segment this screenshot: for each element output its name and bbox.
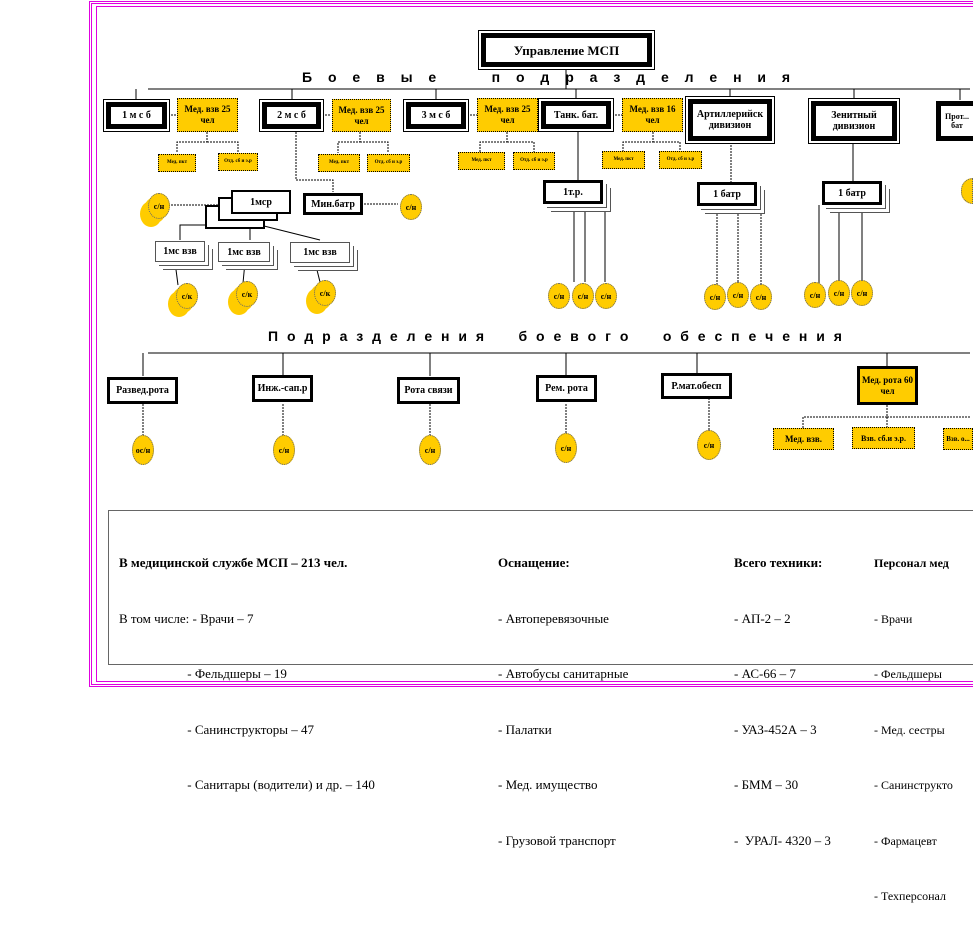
evac-squad[interactable]: Отд. сб и э.р	[218, 153, 258, 171]
medic-instructor-circle[interactable]: с/к	[236, 281, 258, 307]
med-platoon-2msb[interactable]: Мед. взв 25 чел	[332, 99, 391, 132]
unit-1msb[interactable]: 1 м с б	[106, 102, 167, 129]
unit-tank-battalion[interactable]: Танк. бат.	[541, 101, 611, 129]
med-post[interactable]: Мед. пкт	[158, 154, 196, 172]
combat-units-heading: Б о е в ы е п о д р а з д е л е н и я	[302, 69, 797, 85]
medic-circle[interactable]: с/н	[572, 283, 594, 309]
mr-company[interactable]: 1мср	[231, 190, 291, 214]
medic-circle[interactable]: с/н	[400, 194, 422, 220]
outer-frame	[89, 1, 973, 687]
artillery-battery[interactable]: 1 батр	[697, 182, 757, 206]
unit-3msb[interactable]: 3 м с б	[406, 102, 466, 129]
support-platoon[interactable]: Взв. о...	[943, 428, 973, 450]
med-post[interactable]: Мед. пкт	[318, 154, 360, 172]
medic-circle[interactable]: с/н	[704, 284, 726, 310]
medic-circle[interactable]: с/н	[750, 284, 772, 310]
personnel-list: Персонал мед - Врачи - Фельдшеры - Мед. …	[874, 556, 953, 903]
unit-2msb[interactable]: 2 м с б	[262, 102, 321, 129]
hq-box[interactable]: Управление МСП	[481, 33, 652, 67]
med-platoon-tank[interactable]: Мед. взв 16 чел	[622, 98, 683, 132]
mortar-battery[interactable]: Мин.батр	[303, 193, 363, 215]
med-company[interactable]: Мед. рота 60 чел	[857, 366, 918, 405]
engineer-company[interactable]: Инж.-сап.р	[252, 375, 313, 402]
medic-instructor-circle[interactable]: с/к	[314, 280, 336, 306]
evac-squad[interactable]: Отд. сб и э.р	[367, 154, 410, 172]
supply-company[interactable]: Р.мат.обесп	[661, 373, 732, 399]
equipment-list: Оснащение: - Автоперевязочные - Автобусы…	[498, 555, 629, 848]
medic-circle[interactable]: с/н	[595, 283, 617, 309]
support-units-heading: П о д р а з д е л е н и я б о е в о г о …	[268, 328, 845, 344]
platoon[interactable]: 1мс взв	[290, 242, 350, 263]
air-defense-battery[interactable]: 1 батр	[822, 181, 882, 205]
medic-circle[interactable]: с/н	[273, 435, 295, 465]
tank-company[interactable]: 1т.р.	[543, 180, 603, 204]
signal-company[interactable]: Рота связи	[397, 377, 460, 404]
medic-circle[interactable]: с/н	[851, 280, 873, 306]
medic-circle[interactable]: с/н	[828, 280, 850, 306]
med-platoon-3msb[interactable]: Мед. взв 25 чел	[477, 98, 538, 132]
med-post[interactable]: Мед. пкт	[602, 151, 645, 169]
medic-instructor-circle[interactable]: с/к	[176, 283, 198, 309]
medic-circle[interactable]: с/н	[727, 282, 749, 308]
med-post[interactable]: Мед. пкт	[458, 152, 505, 170]
recon-company[interactable]: Развед.рота	[107, 377, 178, 404]
platoon[interactable]: 1мс взв	[218, 242, 270, 262]
medic-circle[interactable]: с/н	[548, 283, 570, 309]
unit-air-defense[interactable]: Зенитный дивизион	[811, 101, 897, 141]
unit-artillery[interactable]: Артиллерийск дивизион	[688, 99, 772, 141]
medic-circle[interactable]: с/н	[148, 193, 170, 219]
vehicles-list: Всего техники: - АП-2 – 2 - АС-66 – 7 - …	[734, 555, 831, 848]
med-platoon[interactable]: Мед. взв.	[773, 428, 834, 450]
med-platoon-1msb[interactable]: Мед. взв 25 чел	[177, 98, 238, 132]
staff-summary: В медицинской службе МСП – 213 чел. В то…	[119, 555, 375, 792]
medic-circle[interactable]: с/н	[419, 435, 441, 465]
medic-circle[interactable]: с/н	[555, 433, 577, 463]
medic-circle[interactable]: с/н	[697, 430, 721, 460]
inner-frame	[96, 6, 973, 682]
platoon[interactable]: 1мс взв	[155, 241, 205, 262]
medic-circle[interactable]: ос/н	[132, 435, 154, 465]
evac-squad[interactable]: Отд. сб и э.р	[513, 152, 555, 170]
evac-squad[interactable]: Отд. сб и э.р	[659, 151, 702, 169]
medic-circle[interactable]: с/н	[804, 282, 826, 308]
connector-lines	[135, 70, 970, 436]
repair-company[interactable]: Рем. рота	[536, 375, 597, 402]
evac-platoon[interactable]: Взв. сб.и э.р.	[852, 427, 915, 449]
info-panel: В медицинской службе МСП – 213 чел. В то…	[108, 510, 973, 903]
unit-antitank[interactable]: Прот... бат	[936, 101, 973, 141]
